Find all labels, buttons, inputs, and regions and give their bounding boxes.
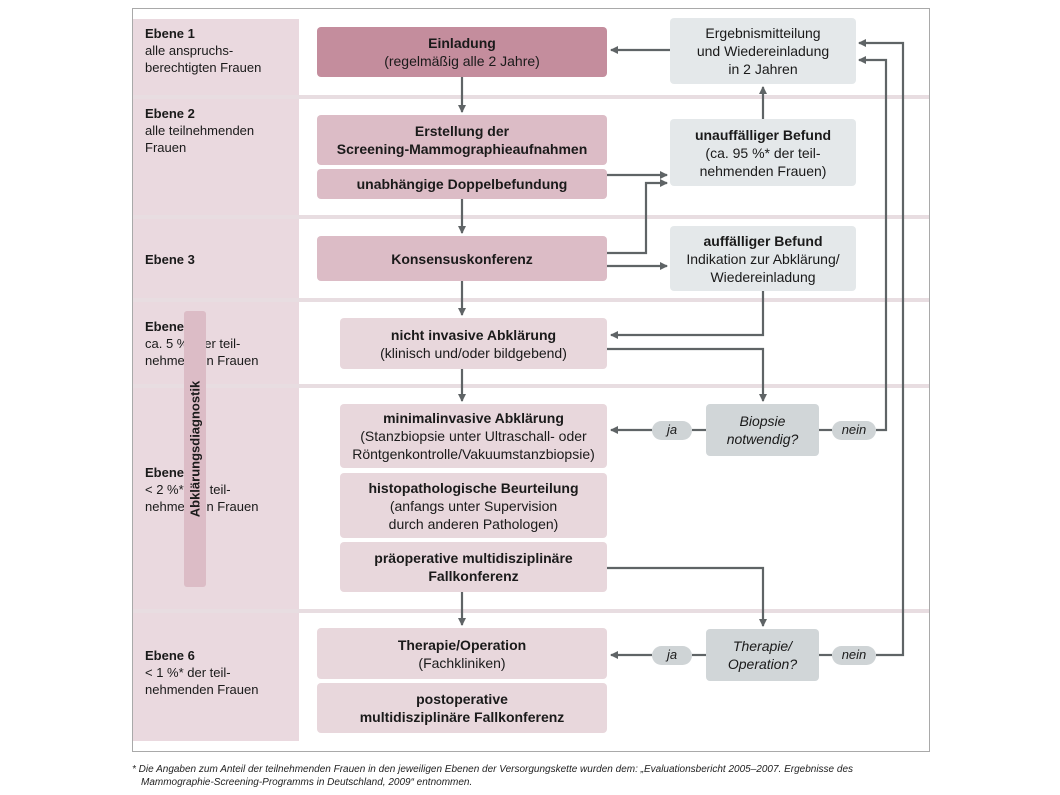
box-title: Konsensuskonferenz — [391, 250, 533, 267]
erstellung-box: Erstellung der Screening-Mammographieauf… — [317, 115, 607, 165]
doppelbefundung-box: unabhängige Doppelbefundung — [317, 169, 607, 199]
box-title: Erstellung der — [414, 123, 510, 139]
unauffaellig-box: unauffälliger Befund (ca. 95 %* der teil… — [670, 119, 856, 186]
histopath-box: histopathologische Beurteilung (anfangs … — [340, 473, 607, 538]
box-title: Therapie/Operation — [397, 636, 527, 653]
box-text: (anfangs unter Supervision — [389, 497, 558, 514]
ja-label: ja — [652, 646, 692, 665]
ja-label: ja — [652, 421, 692, 440]
abklaerungsdiagnostik-bar: Abklärungsdiagnostik — [184, 311, 206, 587]
minimalinvasiv-box: minimalinvasive Abklärung (Stanzbiopsie … — [340, 404, 607, 468]
einladung-box: Einladung (regelmäßig alle 2 Jahre) — [317, 27, 607, 77]
box-text: in 2 Jahren — [728, 61, 798, 77]
band-divider — [133, 298, 929, 302]
konsensus-box: Konsensuskonferenz — [317, 236, 607, 281]
box-text: (Stanzbiopsie unter Ultraschall- oder — [360, 428, 587, 444]
box-title: Screening-Mammographieaufnahmen — [336, 141, 588, 157]
box-title: multidisziplinäre Fallkonferenz — [359, 709, 565, 725]
footnote-line: * Die Angaben zum Anteil der teilnehmend… — [132, 764, 854, 775]
level-title: Ebene 3 — [145, 252, 195, 267]
level-2: Ebene 2 alle teilnehmenden Frauen — [133, 99, 299, 215]
box-title: Fallkonferenz — [428, 568, 519, 584]
therapie-box: Therapie/Operation (Fachkliniken) — [317, 628, 607, 679]
box-text: Indikation zur Abklärung/ — [686, 250, 840, 267]
box-text: (Fachkliniken) — [418, 654, 506, 671]
decision-text: Biopsie — [739, 413, 786, 429]
box-title: minimalinvasive Abklärung — [383, 410, 564, 426]
band-divider — [133, 215, 929, 219]
level-title: Ebene 1 — [145, 26, 195, 41]
level-title: Ebene 6 — [145, 648, 195, 663]
level-desc: nehmenden Frauen — [145, 499, 259, 514]
nein-label: nein — [832, 421, 876, 440]
box-text: und Wiedereinladung — [696, 43, 830, 59]
decision-text: Operation? — [727, 656, 798, 672]
box-title: Einladung — [428, 35, 496, 51]
level-desc: alle anspruchs- — [145, 43, 234, 58]
level-1: Ebene 1 alle anspruchs- berechtigten Fra… — [133, 19, 299, 95]
nicht-invasiv-box: nicht invasive Abklärung (klinisch und/o… — [340, 318, 607, 369]
box-text: nehmenden Frauen) — [699, 162, 827, 179]
therapie-decision: Therapie/ Operation? — [706, 629, 819, 681]
nein-label: nein — [832, 646, 876, 665]
level-title: Ebene 4 — [145, 319, 195, 334]
ergebnis-box: Ergebnismitteilung und Wiedereinladung i… — [670, 18, 856, 84]
abklaerungsdiagnostik-label: Abklärungsdiagnostik — [187, 380, 203, 518]
level-6: Ebene 6 < 1 %* der teil- nehmenden Fraue… — [133, 613, 299, 741]
box-title: unauffälliger Befund — [694, 126, 832, 143]
box-text: (ca. 95 %* der teil- — [705, 144, 821, 161]
band-divider — [133, 384, 929, 388]
level-desc: Frauen — [145, 140, 187, 155]
level-desc: nehmenden Frauen — [145, 682, 259, 697]
footnote: * Die Angaben zum Anteil der teilnehmend… — [132, 763, 932, 789]
box-title: auffälliger Befund — [703, 232, 823, 249]
band-divider — [133, 95, 929, 99]
level-4: Ebene 4 ca. 5 %* der teil- nehmenden Fra… — [133, 302, 299, 384]
level-desc: < 2 %* der teil- — [145, 482, 231, 497]
box-text: Röntgenkontrolle/Vakuumstanzbiopsie) — [352, 446, 595, 462]
box-title: unabhängige Doppelbefundung — [356, 176, 568, 192]
box-title: präoperative multidisziplinäre — [374, 550, 573, 566]
footnote-line: Mammographie-Screening-Programms in Deut… — [141, 777, 473, 788]
decision-text: notwendig? — [726, 431, 799, 447]
level-desc: < 1 %* der teil- — [145, 665, 231, 680]
decision-text: Therapie/ — [732, 638, 793, 654]
biopsie-decision: Biopsie notwendig? — [706, 404, 819, 456]
level-3: Ebene 3 — [133, 219, 299, 298]
praeoperativ-box: präoperative multidisziplinäre Fallkonfe… — [340, 542, 607, 592]
level-title: Ebene 5 — [145, 465, 195, 480]
level-desc: berechtigten Frauen — [145, 60, 262, 75]
auffaellig-box: auffälliger Befund Indikation zur Abklär… — [670, 226, 856, 291]
box-text: Wiedereinladung — [710, 268, 816, 285]
level-desc: nehmenden Frauen — [145, 353, 259, 368]
level-5: Ebene 5 < 2 %* der teil- nehmenden Fraue… — [133, 388, 299, 609]
postoperativ-box: postoperative multidisziplinäre Fallkonf… — [317, 683, 607, 733]
level-desc: alle teilnehmenden — [145, 123, 255, 138]
box-title: postoperative — [416, 691, 508, 707]
box-text: (klinisch und/oder bildgebend) — [380, 344, 567, 361]
level-title: Ebene 2 — [145, 106, 195, 121]
box-title: histopathologische Beurteilung — [368, 479, 579, 496]
box-text: (regelmäßig alle 2 Jahre) — [384, 53, 540, 69]
band-divider — [133, 609, 929, 613]
box-text: durch anderen Pathologen) — [388, 515, 559, 532]
level-desc: ca. 5 %* der teil- — [145, 336, 241, 351]
box-text: Ergebnismitteilung — [705, 25, 821, 41]
box-title: nicht invasive Abklärung — [390, 326, 557, 343]
